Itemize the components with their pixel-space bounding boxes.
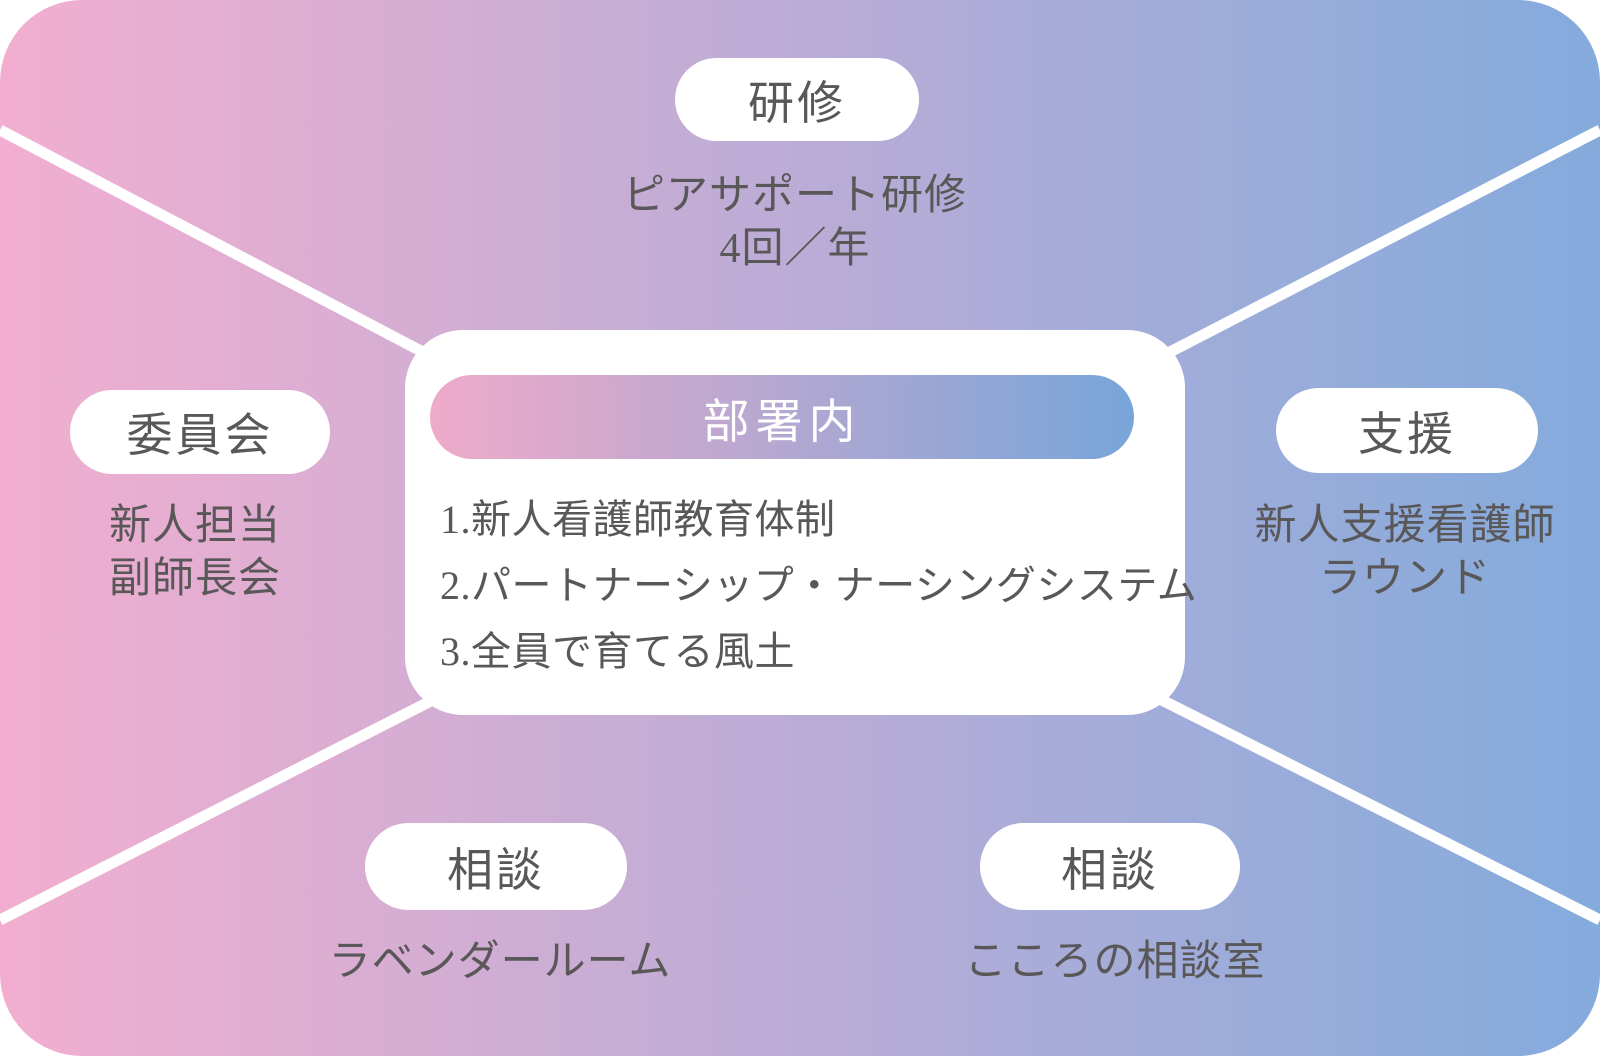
center-title: 部署内 [702, 396, 862, 449]
desc-line: 4回／年 [719, 226, 871, 272]
node-committee-desc: 新人担当 副師長会 [20, 500, 370, 606]
node-training-pill: 研修 [675, 58, 919, 141]
center-header: 部署内 [430, 375, 1134, 459]
node-support-desc: 新人支援看護師 ラウンド [1225, 500, 1585, 606]
node-consult-left-label: 相談 [447, 844, 545, 896]
desc-line: こころの相談室 [964, 939, 1266, 985]
node-support-label: 支援 [1358, 408, 1456, 460]
desc-line: 新人担当 [108, 503, 281, 549]
connector-top-left-line [0, 125, 483, 387]
node-training-label: 研修 [748, 77, 846, 129]
list-item: 2.パートナーシップ・ナーシングシステム [440, 563, 1198, 608]
center-box: 部署内 1.新人看護師教育体制 2.パートナーシップ・ナーシングシステム 3.全… [405, 330, 1198, 715]
node-consult-right-label: 相談 [1061, 844, 1159, 896]
desc-line: ラベンダールーム [328, 939, 672, 985]
connector-bottom-right-line [1107, 669, 1600, 925]
node-committee-pill: 委員会 [70, 390, 330, 474]
desc-line: 新人支援看護師 [1254, 503, 1556, 549]
node-consult-left-desc: ラベンダールーム [295, 936, 705, 989]
node-consult-left-pill: 相談 [365, 823, 627, 910]
node-consult-right-pill: 相談 [980, 823, 1240, 910]
node-consult-right-desc: こころの相談室 [910, 936, 1320, 989]
node-training-desc: ピアサポート研修 4回／年 [395, 170, 1195, 276]
list-item: 3.全員で育てる風土 [440, 629, 795, 674]
center-list: 1.新人看護師教育体制 2.パートナーシップ・ナーシングシステム 3.全員で育て… [440, 497, 1198, 696]
node-committee-label: 委員会 [126, 410, 274, 461]
connector-bottom-left-line [0, 671, 483, 925]
connector-top-right-line [1107, 125, 1600, 388]
list-item: 1.新人看護師教育体制 [440, 497, 836, 542]
node-support-pill: 支援 [1276, 388, 1538, 473]
desc-line: 副師長会 [108, 556, 281, 602]
desc-line: ピアサポート研修 [622, 173, 967, 219]
desc-line: ラウンド [1318, 556, 1491, 602]
